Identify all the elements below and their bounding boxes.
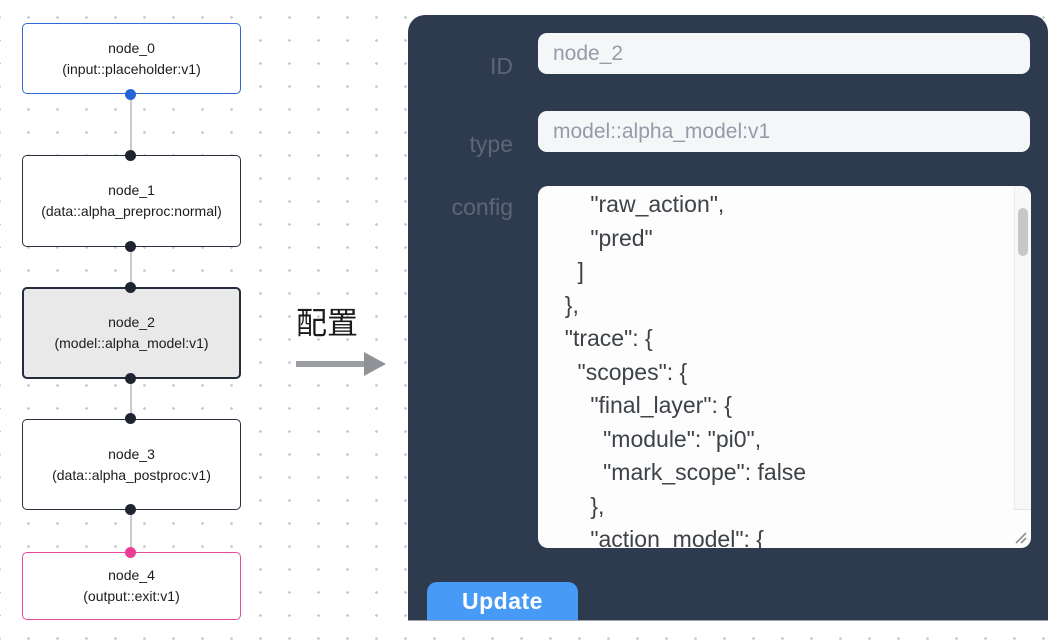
node-subtitle: (input::placeholder:v1) — [62, 60, 201, 77]
node-subtitle: (output::exit:v1) — [83, 588, 180, 604]
type-field-label: type — [469, 131, 513, 157]
node1-output-port[interactable] — [125, 241, 136, 252]
flow-node-2-selected[interactable]: node_2 (model::alpha_model:v1) — [22, 287, 241, 379]
node-inspector-panel: ID type config "raw_action", "pred" ] },… — [408, 15, 1048, 621]
right-arrow-icon — [288, 352, 403, 376]
node-title: node_1 — [108, 182, 155, 198]
node0-output-port[interactable] — [125, 89, 136, 100]
config-scrollbar-track[interactable] — [1014, 186, 1031, 510]
id-field-label: ID — [490, 53, 513, 79]
resize-handle-icon[interactable] — [1012, 529, 1028, 545]
configure-transition: 配置 — [288, 298, 403, 376]
node3-output-port[interactable] — [125, 504, 136, 515]
id-input[interactable] — [538, 33, 1030, 74]
node2-output-port[interactable] — [125, 373, 136, 384]
node3-input-port[interactable] — [125, 413, 136, 424]
config-editor[interactable]: "raw_action", "pred" ] }, "trace": { "sc… — [538, 186, 1031, 548]
node-title: node_0 — [108, 39, 155, 56]
flow-node-4[interactable]: node_4 (output::exit:v1) — [22, 552, 241, 620]
node1-input-port[interactable] — [125, 150, 136, 161]
configure-label: 配置 — [296, 306, 358, 341]
flow-node-1[interactable]: node_1 (data::alpha_preproc:normal) — [22, 155, 241, 247]
node-title: node_3 — [108, 445, 155, 462]
node4-input-port[interactable] — [125, 547, 136, 558]
node-subtitle: (model::alpha_model:v1) — [54, 335, 209, 351]
flow-node-0[interactable]: node_0 (input::placeholder:v1) — [22, 23, 241, 94]
config-field-label: config — [451, 194, 513, 220]
node-subtitle: (data::alpha_preproc:normal) — [41, 203, 222, 219]
config-json-text[interactable]: "raw_action", "pred" ] }, "trace": { "sc… — [564, 191, 807, 548]
config-scrollbar-thumb[interactable] — [1018, 208, 1028, 256]
flow-node-3[interactable]: node_3 (data::alpha_postproc:v1) — [22, 419, 241, 510]
node-title: node_2 — [108, 314, 155, 330]
type-input[interactable] — [538, 111, 1030, 152]
update-button[interactable]: Update — [427, 582, 578, 620]
node-title: node_4 — [108, 567, 155, 583]
node2-input-port[interactable] — [125, 282, 136, 293]
node-subtitle: (data::alpha_postproc:v1) — [52, 466, 211, 483]
